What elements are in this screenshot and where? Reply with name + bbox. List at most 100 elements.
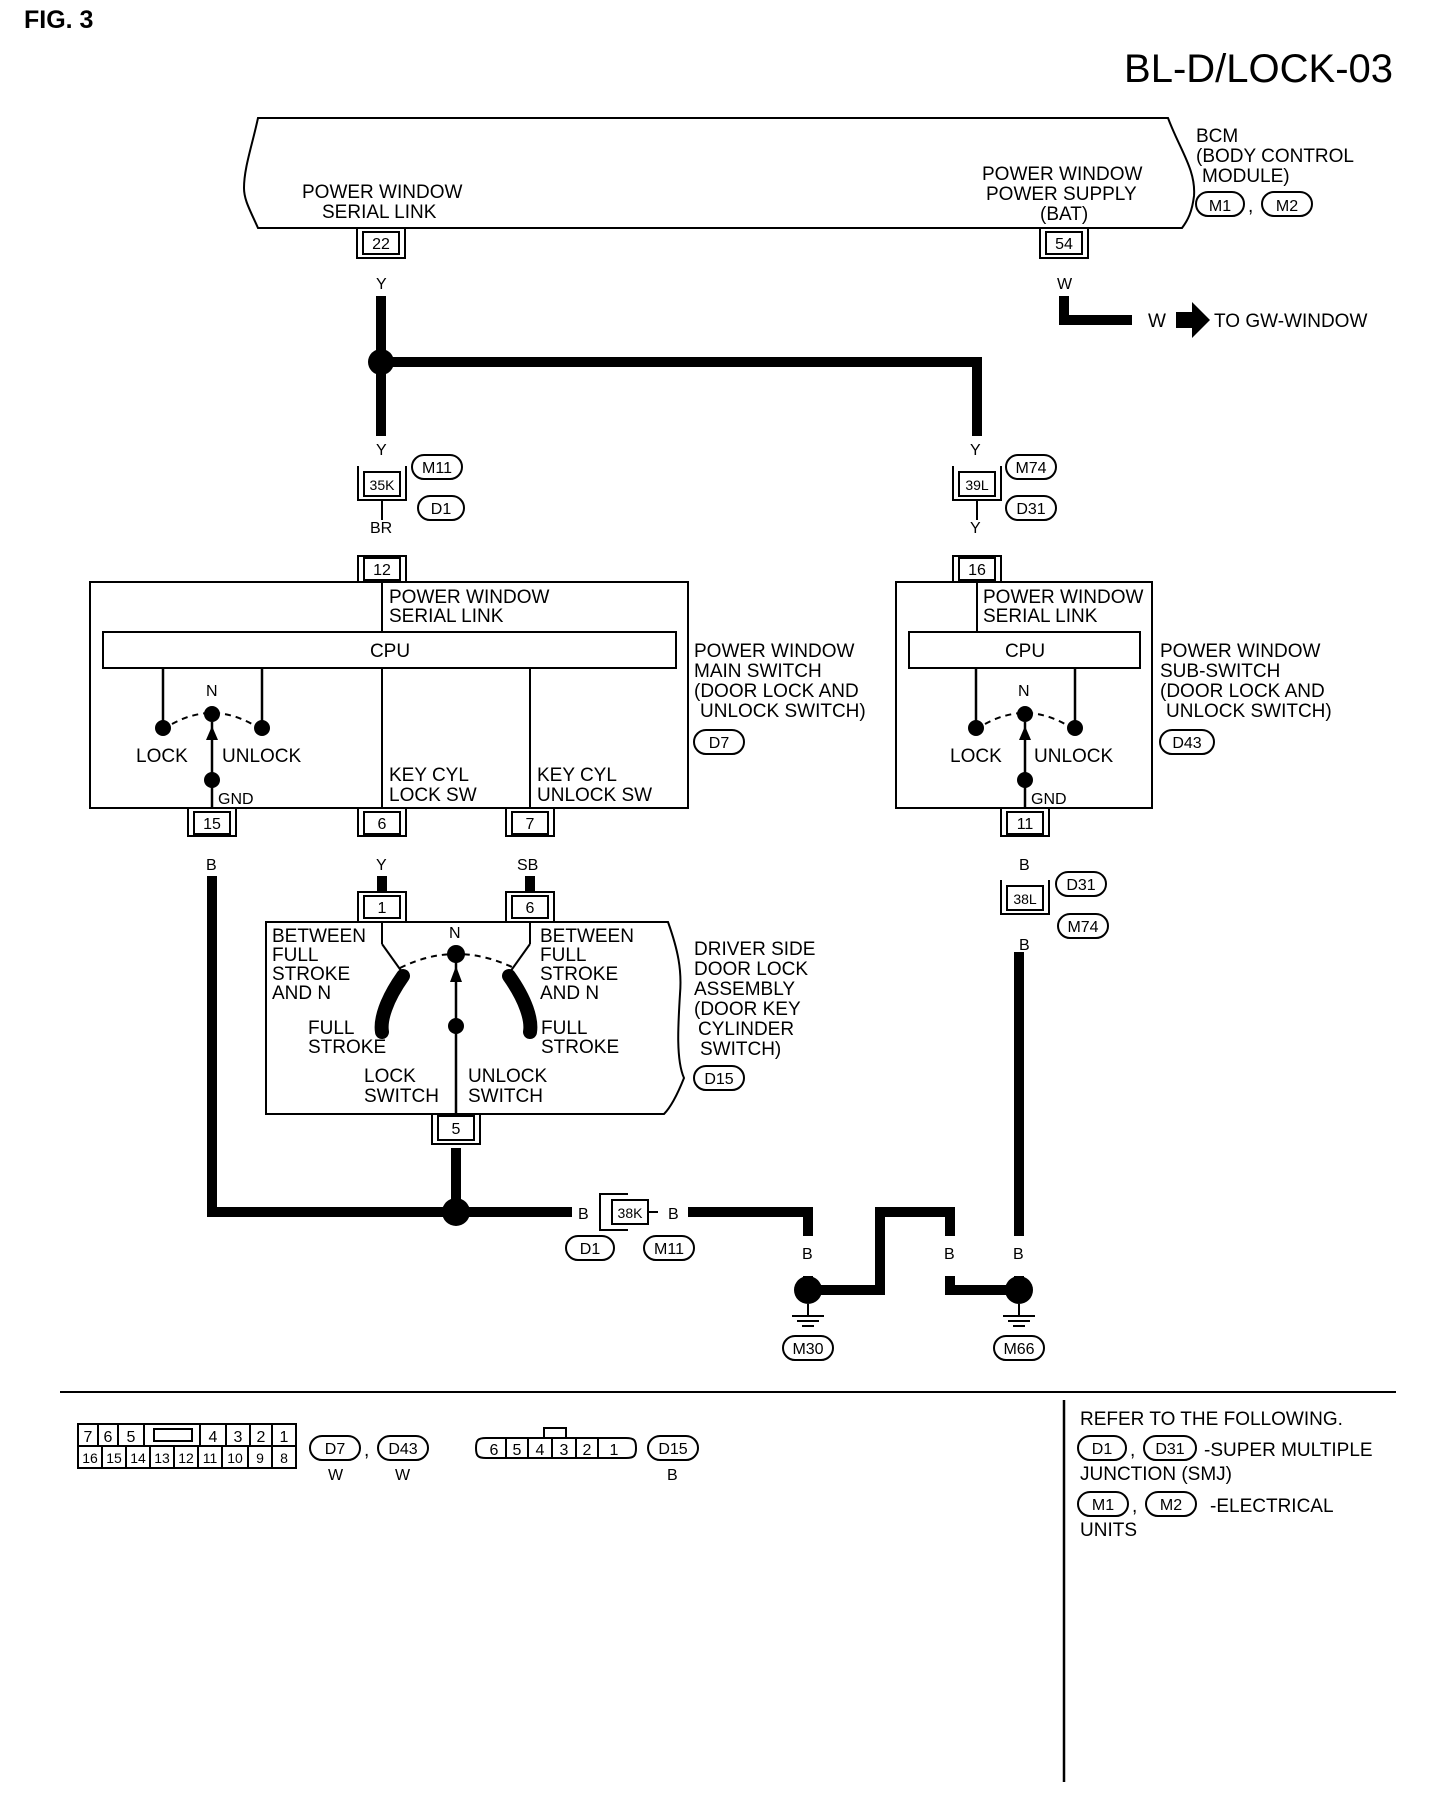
svg-text:KEY CYL: KEY CYL: [537, 765, 617, 786]
refer-smj-2: JUNCTION (SMJ): [1080, 1464, 1232, 1485]
svg-text:16: 16: [82, 1450, 98, 1466]
svg-text:UNLOCK: UNLOCK: [222, 746, 302, 767]
svg-text:3: 3: [560, 1442, 569, 1459]
svg-text:38L: 38L: [1013, 891, 1037, 907]
svg-text:15: 15: [106, 1450, 122, 1466]
badge-refer-m1: [1077, 1491, 1129, 1517]
conn-d31-b: D31: [1066, 877, 1095, 894]
svg-text:9: 9: [256, 1450, 264, 1466]
conn-d7: D7: [709, 735, 730, 752]
svg-text:N: N: [449, 925, 461, 942]
svg-text:LOCK SW: LOCK SW: [389, 785, 477, 806]
svg-text:10: 10: [227, 1450, 243, 1466]
svg-text:AND N: AND N: [540, 983, 599, 1004]
svg-text:2: 2: [257, 1429, 266, 1446]
badge-refer-m2: [1145, 1491, 1197, 1517]
svg-text:14: 14: [130, 1450, 146, 1466]
bcm-serial-label-2: SERIAL LINK: [322, 202, 437, 223]
sub-wire-b-label: B: [1019, 857, 1030, 874]
svg-text:BETWEEN: BETWEEN: [540, 926, 634, 947]
svg-text:39L: 39L: [965, 477, 989, 493]
svg-text:12: 12: [373, 562, 391, 579]
svg-text:AND N: AND N: [272, 983, 331, 1004]
svg-text:POWER WINDOW: POWER WINDOW: [983, 587, 1143, 608]
wire-y-lock-label: Y: [376, 857, 387, 874]
bcm-name-1: BCM: [1196, 126, 1238, 147]
refer-d31: D31: [1155, 1441, 1184, 1458]
legend-d15-color: B: [667, 1467, 678, 1484]
bcm-pin-22: 22: [356, 228, 406, 259]
legend-d7: D7: [325, 1441, 346, 1458]
svg-text:11: 11: [1017, 816, 1034, 833]
svg-text:LOCK: LOCK: [136, 746, 188, 767]
refer-smj-1: -SUPER MULTIPLE: [1204, 1440, 1373, 1461]
svg-text:1: 1: [378, 900, 387, 917]
svg-text:FULL: FULL: [540, 945, 586, 966]
door-lock-assembly: 1 6 N BETWEEN FULL STROKE AND N BETWEEN …: [265, 891, 686, 1145]
svg-text:4: 4: [209, 1429, 218, 1446]
svg-text:15: 15: [203, 816, 221, 833]
svg-text:11: 11: [203, 1450, 218, 1466]
main-switch-name-4: UNLOCK SWITCH): [700, 701, 866, 722]
svg-text:N: N: [206, 683, 218, 700]
svg-text:GND: GND: [218, 791, 254, 808]
bcm-connector-badge-m1: [1195, 191, 1245, 217]
refer-heading: REFER TO THE FOLLOWING.: [1080, 1409, 1343, 1430]
svg-text:FULL: FULL: [541, 1018, 587, 1039]
door-lock-name-4: (DOOR KEY: [694, 999, 801, 1020]
badge-legend-d7: [309, 1435, 361, 1461]
legend-d15: D15: [658, 1441, 687, 1458]
badge-legend-d43: [377, 1435, 429, 1461]
badge-refer-d31: [1143, 1435, 1197, 1461]
ground-icon-m66: [1003, 1304, 1035, 1327]
drop-b-1: B: [802, 1246, 813, 1263]
bcm-supply-label-1: POWER WINDOW: [982, 164, 1142, 185]
main-switch-box: [89, 581, 689, 809]
left-wire-top: Y: [376, 442, 387, 459]
drop-b-3: B: [944, 1246, 955, 1263]
svg-text:POWER WINDOW: POWER WINDOW: [389, 587, 549, 608]
badge-d1: [417, 495, 465, 521]
badge-d31-b: [1055, 871, 1107, 897]
door-lock-name-6: SWITCH): [700, 1039, 781, 1060]
bcm-serial-label-1: POWER WINDOW: [302, 182, 462, 203]
wire-w: [1059, 296, 1132, 325]
badge-d1-b: [565, 1235, 615, 1261]
refer-m2: M2: [1160, 1497, 1182, 1514]
svg-text:UNLOCK: UNLOCK: [1034, 746, 1114, 767]
svg-text:35K: 35K: [370, 477, 396, 493]
svg-text:12: 12: [178, 1450, 194, 1466]
bcm-supply-label-2: POWER SUPPLY: [986, 184, 1137, 205]
svg-text:SERIAL LINK: SERIAL LINK: [983, 606, 1098, 627]
svg-text:KEY CYL: KEY CYL: [389, 765, 469, 786]
conn-d15: D15: [704, 1071, 733, 1088]
bcm-outline: [242, 117, 1196, 229]
svg-text:BETWEEN: BETWEEN: [272, 926, 366, 947]
drop-b-2: B: [874, 1246, 885, 1263]
connector-6-face: 6 5 4 3 2 1: [474, 1427, 638, 1459]
bcm-connector-badge-m2: [1261, 191, 1313, 217]
svg-text:3: 3: [234, 1429, 243, 1446]
svg-text:6: 6: [490, 1442, 499, 1459]
refer-sep-1: ,: [1130, 1440, 1135, 1461]
conn-m11: M11: [422, 460, 452, 477]
wire-b-gnd: [207, 876, 456, 1217]
sub-switch-name-4: UNLOCK SWITCH): [1166, 701, 1332, 722]
main-switch: 12 POWER WINDOW SERIAL LINK CPU N LOCK U…: [89, 555, 689, 837]
badge-refer-d1: [1077, 1435, 1127, 1461]
right-wire-bottom: Y: [970, 520, 981, 537]
svg-text:13: 13: [154, 1450, 170, 1466]
bcm-module: POWER WINDOW SERIAL LINK POWER WINDOW PO…: [242, 117, 1354, 229]
badge-m11-b: [643, 1235, 695, 1261]
wire-b-to-m30: [688, 1207, 813, 1236]
sub-switch-name-3: (DOOR LOCK AND: [1160, 681, 1325, 702]
svg-text:6: 6: [378, 816, 387, 833]
wire-w-label: W: [1057, 276, 1073, 293]
svg-text:GND: GND: [1031, 791, 1067, 808]
legend-sep: ,: [364, 1440, 369, 1461]
door-lock-outline: [265, 921, 686, 1115]
conn-m74: M74: [1015, 460, 1046, 477]
svg-text:22: 22: [372, 236, 390, 253]
main-switch-name-2: MAIN SWITCH: [694, 661, 822, 682]
refer-m1: M1: [1092, 1497, 1114, 1514]
